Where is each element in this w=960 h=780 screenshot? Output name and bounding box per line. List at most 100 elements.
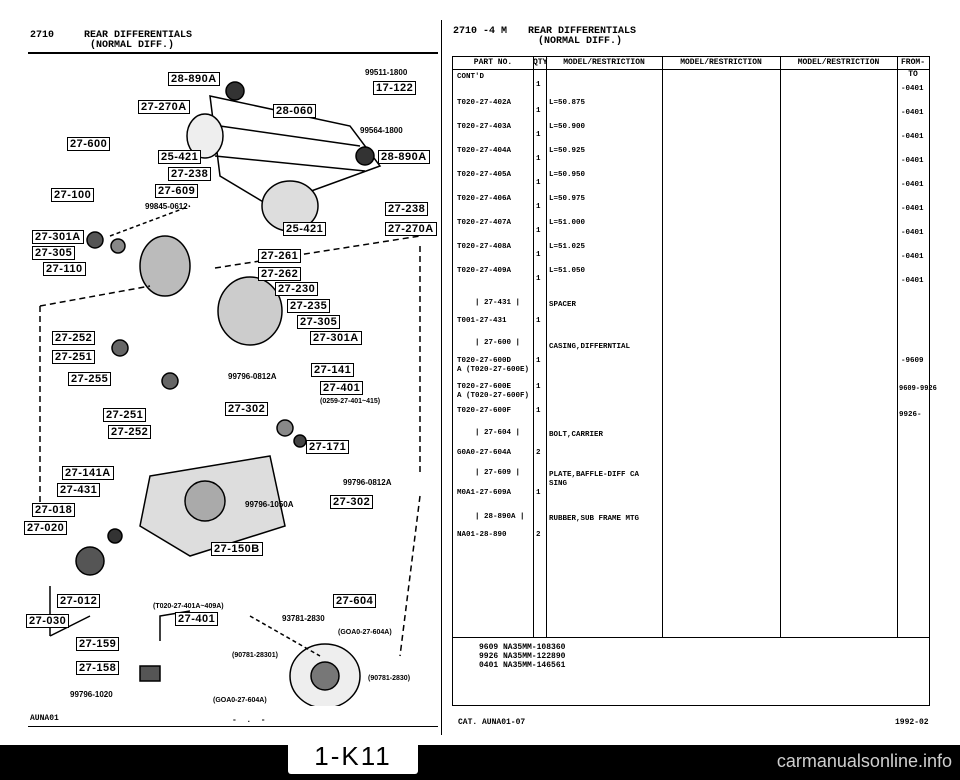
table-cell-qty: 1 xyxy=(536,357,541,365)
table-cell-desc: SPACER xyxy=(549,301,577,309)
page-number-tab: 1-K11 xyxy=(288,738,418,774)
right-section-code: 2710 -4 M xyxy=(453,26,508,37)
table-cell-part: T020-27-409A xyxy=(457,267,512,275)
table-cell-from: -0401 xyxy=(901,277,924,285)
table-cell-desc: L=50.925 xyxy=(549,147,586,155)
ref-box: | 27-609 | xyxy=(475,469,521,477)
table-cell-part: T020-27-403A xyxy=(457,123,512,131)
col-divider xyxy=(533,57,534,637)
table-cell-from: 9926- xyxy=(899,411,922,419)
part-callout: 28-060 xyxy=(273,104,317,118)
part-callout: 17-122 xyxy=(373,81,417,95)
table-cell-qty: 2 xyxy=(536,531,541,539)
col-header-part-no: PART NO. xyxy=(473,58,513,67)
table-cell-qty: 1 xyxy=(536,131,541,139)
col-divider xyxy=(780,57,781,637)
table-cell-desc: L=51.000 xyxy=(549,219,586,227)
footer-catalog-code: AUNA01 xyxy=(30,714,59,723)
table-cell-qty: 1 xyxy=(536,107,541,115)
col-divider xyxy=(546,57,547,637)
col-header-from-to: FROM-TO xyxy=(900,58,925,79)
left-section-code: 2710 xyxy=(30,30,55,41)
left-subtitle: (NORMAL DIFF.) xyxy=(90,40,175,51)
part-callout: 27-261 xyxy=(258,249,302,263)
part-number-label: 99796-0812A xyxy=(343,478,392,487)
table-cell-qty: 1 xyxy=(536,155,541,163)
ref-box: | 27-604 | xyxy=(475,429,521,437)
part-number-label: 93781-2830 xyxy=(282,614,325,623)
part-callout: 27-100 xyxy=(51,188,95,202)
table-cell-part: M0A1-27-609A xyxy=(457,489,512,497)
part-callout: 27-012 xyxy=(57,594,101,608)
table-cell-from: -0401 xyxy=(901,157,924,165)
part-callout: 27-238 xyxy=(168,167,212,181)
part-callout: 27-238 xyxy=(385,202,429,216)
part-number-label: (90781-2830) xyxy=(368,675,411,682)
table-cell-qty: 1 xyxy=(536,81,541,89)
part-callout: 27-305 xyxy=(297,315,341,329)
ref-box: | 27-431 | xyxy=(475,299,521,307)
footnote-rule xyxy=(453,637,929,638)
part-callout: 27-302 xyxy=(225,402,269,416)
table-cell-from: -0401 xyxy=(901,109,924,117)
part-callout: 27-262 xyxy=(258,267,302,281)
right-title: REAR DIFFERENTIALS xyxy=(528,26,637,37)
part-callout: 25-421 xyxy=(158,150,202,164)
catalog-page: 2710 REAR DIFFERENTIALS (NORMAL DIFF.) 2… xyxy=(0,0,960,745)
table-cell-part: T020-27-600E A (T020-27-600F) xyxy=(457,383,530,400)
part-number-label: 99564-1800 xyxy=(360,126,403,135)
col-header-qty: QTY xyxy=(533,58,548,67)
part-callout: 27-251 xyxy=(52,350,96,364)
table-cell-from: -0401 xyxy=(901,85,924,93)
table-cell-desc: L=51.050 xyxy=(549,267,586,275)
col-header-model-3: MODEL/RESTRICTION xyxy=(797,58,880,67)
table-cell-from: 9609-9926 xyxy=(899,385,937,393)
part-number-label: (T020-27-401A~409A) xyxy=(153,603,224,610)
part-callout: 27-110 xyxy=(43,262,86,276)
part-callout: 27-252 xyxy=(52,331,96,345)
part-callout: 27-600 xyxy=(67,137,111,151)
part-number-label: 99845-0612 xyxy=(145,202,188,211)
ref-box: | 28-890A | xyxy=(475,513,525,521)
part-callout: 28-890A xyxy=(378,150,430,164)
part-callout: 27-401 xyxy=(320,381,364,395)
table-cell-qty: 1 xyxy=(536,179,541,187)
parts-table: PART NO. QTY MODEL/RESTRICTION MODEL/RES… xyxy=(452,56,937,706)
right-subtitle: (NORMAL DIFF.) xyxy=(538,36,623,47)
table-cell-part: T020-27-406A xyxy=(457,195,512,203)
part-callout: 27-431 xyxy=(57,483,101,497)
table-cell-part: T020-27-408A xyxy=(457,243,512,251)
table-cell-part: CONT'D xyxy=(457,73,485,81)
table-cell-desc: CASING,DIFFERNTIAL xyxy=(549,343,631,351)
part-callout: 27-150B xyxy=(211,542,263,556)
part-callout: 27-252 xyxy=(108,425,152,439)
part-callout: 27-609 xyxy=(155,184,199,198)
part-number-label: 99796-1050A xyxy=(245,500,294,509)
serial-footnote: 9609 NA35MM-108360 9926 NA35MM-122890 04… xyxy=(479,643,566,670)
table-cell-from: -0401 xyxy=(901,133,924,141)
part-callout: 27-270A xyxy=(138,100,190,114)
table-cell-from: -0401 xyxy=(901,181,924,189)
part-callout: 27-020 xyxy=(24,521,68,535)
part-callout: 27-141A xyxy=(62,466,114,480)
part-callout: 27-159 xyxy=(76,637,120,651)
table-cell-from: -9609 xyxy=(901,357,924,365)
table-cell-desc: BOLT,CARRIER xyxy=(549,431,604,439)
table-cell-desc: L=50.900 xyxy=(549,123,586,131)
table-cell-from: -0401 xyxy=(901,229,924,237)
col-header-model-2: MODEL/RESTRICTION xyxy=(680,58,762,67)
table-cell-qty: 1 xyxy=(536,407,541,415)
table-cell-desc: L=50.975 xyxy=(549,195,586,203)
part-callout: 27-270A xyxy=(385,222,437,236)
table-cell-qty: 2 xyxy=(536,449,541,457)
part-callout: 27-018 xyxy=(32,503,76,517)
ref-box: | 27-600 | xyxy=(475,339,521,347)
part-callout: 27-302 xyxy=(330,495,374,509)
center-divider xyxy=(441,20,442,735)
part-callout: 27-401 xyxy=(175,612,219,626)
part-callout: 27-301A xyxy=(32,230,84,244)
col-divider xyxy=(662,57,663,637)
table-cell-desc: RUBBER,SUB FRAME MTG xyxy=(549,515,640,523)
part-callout: 27-030 xyxy=(26,614,70,628)
part-callout: 27-235 xyxy=(287,299,331,313)
